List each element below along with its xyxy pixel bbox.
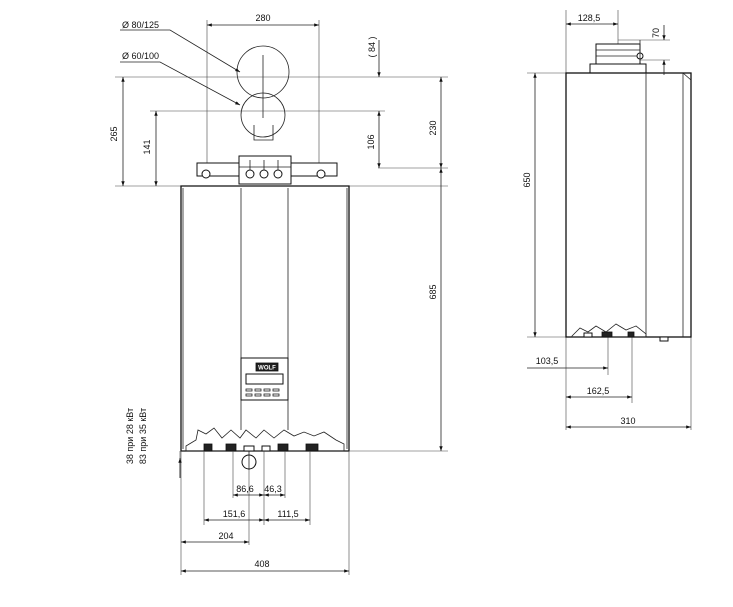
dim-106: 106 xyxy=(366,134,376,149)
dim-46-3: 46,3 xyxy=(264,484,282,494)
note-35kw: 83 при 35 кВт xyxy=(138,408,148,464)
dim-128-5: 128,5 xyxy=(578,13,601,23)
note-28kw: 38 при 28 кВт xyxy=(125,408,135,464)
dim-151-6: 151,6 xyxy=(223,509,246,519)
dim-310: 310 xyxy=(620,416,635,426)
boiler-body-front xyxy=(180,185,350,452)
dim-204: 204 xyxy=(218,531,233,541)
flue-pipe-outlines xyxy=(236,45,290,141)
dim-230: 230 xyxy=(428,120,438,135)
flue-adapter-side xyxy=(589,40,647,74)
bottom-pipework xyxy=(185,427,345,470)
label-coaxial-60-100: Ø 60/100 xyxy=(122,51,159,61)
dim-162-5: 162,5 xyxy=(587,386,610,396)
dim-86-6: 86,6 xyxy=(236,484,254,494)
bottom-pipework-side xyxy=(571,323,669,342)
mounting-bracket xyxy=(196,155,338,185)
label-coaxial-80-125: Ø 80/125 xyxy=(122,20,159,30)
dim-111-5: 111,5 xyxy=(277,509,298,519)
dim-685: 685 xyxy=(428,284,438,299)
front-view: WOLF xyxy=(109,13,448,575)
dim-265: 265 xyxy=(109,126,119,141)
panel-brand-logo: WOLF xyxy=(258,366,276,372)
dim-280: 280 xyxy=(255,13,270,23)
dim-70: 70 xyxy=(651,28,661,38)
dim-84: ( 84 ) xyxy=(367,36,377,57)
control-panel: WOLF xyxy=(240,357,289,401)
boiler-body-side xyxy=(565,72,692,338)
dim-408: 408 xyxy=(254,559,269,569)
dim-141: 141 xyxy=(142,139,152,154)
dim-650: 650 xyxy=(522,172,532,187)
side-view: 128,5 70 650 103,5 162,5 310 xyxy=(522,10,692,430)
dim-103-5: 103,5 xyxy=(536,356,559,366)
